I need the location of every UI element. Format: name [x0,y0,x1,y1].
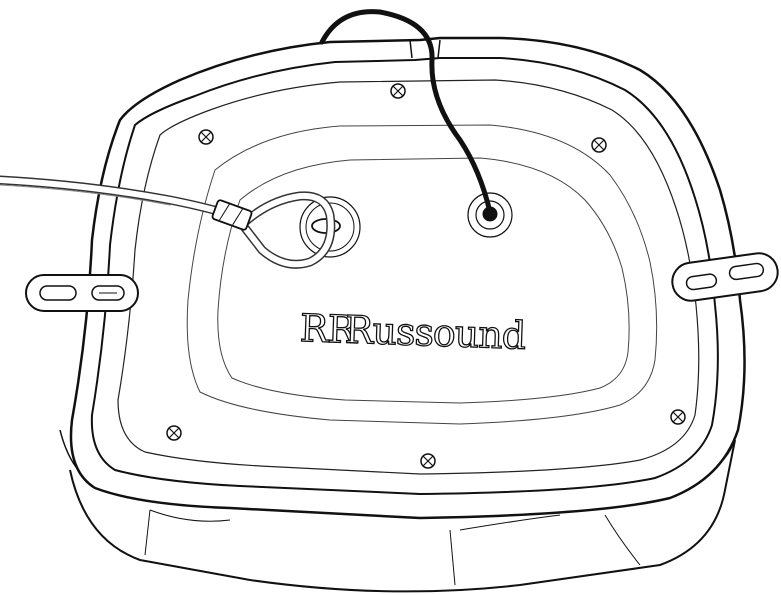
housing-screws [166,83,686,469]
housing-screw [390,83,406,99]
back-plate [117,79,700,475]
housing-screw [166,425,182,441]
brand-logo: RR Russound [299,305,528,358]
cable-ferrule [211,199,253,231]
brand-logo-mark: RR [299,306,358,352]
housing-screw [198,129,214,145]
housing-rim-inner [90,57,719,495]
brand-label: Russound [344,308,526,358]
safety-cable [0,175,336,269]
wire-notch [409,39,441,59]
housing-screw [670,409,686,425]
mounting-tab-right [671,252,779,302]
wire-grommet [467,192,513,238]
plate-contours [186,124,658,425]
housing-screw [420,453,436,469]
speaker-wire [319,9,493,215]
mounting-tab-left [25,274,139,312]
housing-outer-rim [69,36,746,520]
housing-screw [591,137,607,153]
